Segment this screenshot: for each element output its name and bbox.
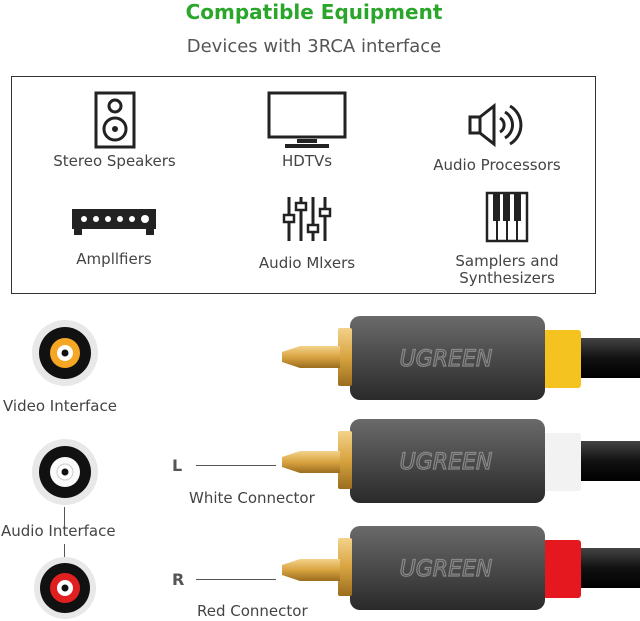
device-label-line2: Synthesizers [459,269,555,287]
audio-white-jack-icon [32,439,98,505]
red-plug: UGREEN [282,526,640,610]
speaker-icon [94,91,135,149]
piano-keys-icon [485,191,529,243]
device-label: Audio Processors [433,156,561,174]
white-connector-label: White Connector [189,489,315,507]
video-interface-label: Video Interface [3,397,117,415]
white-plug: UGREEN [282,419,640,503]
device-audio-processors: Audio Processors [417,101,577,174]
devices-panel: Stereo Speakers HDTVs Audio Processors [11,76,596,294]
right-leader-line [196,579,276,580]
tv-icon [267,91,347,148]
audio-connector-line [64,507,65,525]
device-label: Audio Mlxers [258,254,356,272]
rca-plugs: UGREEN UGREEN UGREEN [282,316,640,610]
page-subtitle: Devices with 3RCA interface [186,36,442,57]
device-stereo-speakers: Stereo Speakers [47,91,182,170]
svg-text:UGREEN: UGREEN [400,557,493,582]
device-label: HDTVs [281,152,333,170]
audio-red-jack-icon [34,557,96,619]
video-jack-icon [32,320,98,386]
page-title: Compatible Equipment [185,0,443,24]
left-channel-letter: L [172,456,183,475]
right-channel-letter: R [172,570,185,589]
device-label: Ampllfiers [76,250,152,268]
device-label: Stereo Speakers [53,152,176,170]
mixer-icon [282,197,332,241]
device-audio-mixers: Audio Mlxers [247,195,367,272]
audio-processor-icon [468,102,523,148]
amplifier-icon [72,209,156,235]
red-connector-label: Red Connector [197,602,308,620]
svg-text:UGREEN: UGREEN [400,450,493,475]
audio-connector-line [64,544,65,558]
device-amplifiers: Ampllfiers [54,197,174,268]
audio-interface-label: Audio Interface [1,522,116,540]
device-samplers-synthesizers: Samplers and Synthesizers [437,191,577,287]
device-label-line1: Samplers and [455,252,559,270]
left-leader-line [196,465,276,466]
device-hdtvs: HDTVs [252,91,362,170]
svg-text:UGREEN: UGREEN [400,347,493,372]
yellow-plug: UGREEN [282,316,640,400]
